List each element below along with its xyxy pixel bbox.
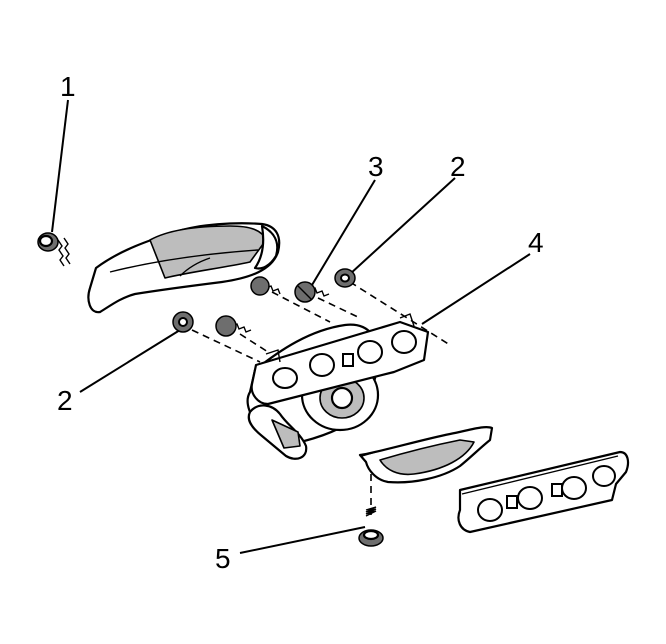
lower-heat-shield-icon	[358, 426, 494, 484]
callout-1: 1	[60, 71, 76, 102]
leader-line-4	[421, 253, 531, 325]
nut-2-lower-icon	[172, 311, 194, 333]
bolt-upper-left-icon	[250, 276, 281, 296]
alignment-line-stud-lower	[191, 329, 261, 363]
upper-heat-shield-icon	[87, 222, 281, 314]
callout-3: 3	[368, 151, 384, 182]
callout-2-lower: 2	[57, 385, 73, 416]
callout-5: 5	[215, 543, 231, 574]
leader-line-3	[308, 179, 376, 291]
manifold-gasket-icon	[457, 450, 630, 534]
alignment-line-bolt-lower	[239, 333, 269, 353]
alignment-line-bolt-3	[317, 297, 361, 319]
bolt-3-icon	[294, 281, 330, 303]
alignment-line-bolt-upper-left	[271, 291, 331, 323]
exhaust-manifold-icon	[246, 313, 430, 460]
bolt-1-icon	[37, 232, 71, 267]
alignment-line-stud-upper	[349, 281, 451, 346]
nut-2-upper-icon	[334, 268, 356, 288]
callout-2-upper: 2	[450, 151, 466, 182]
leader-line-2-lower	[79, 329, 181, 393]
callout-4: 4	[528, 227, 544, 258]
leader-line-2-upper	[349, 177, 456, 275]
bolt-5-icon	[358, 506, 384, 547]
bolt-lower-icon	[215, 315, 252, 337]
leader-line-1	[51, 99, 69, 233]
leader-line-5	[239, 526, 366, 554]
